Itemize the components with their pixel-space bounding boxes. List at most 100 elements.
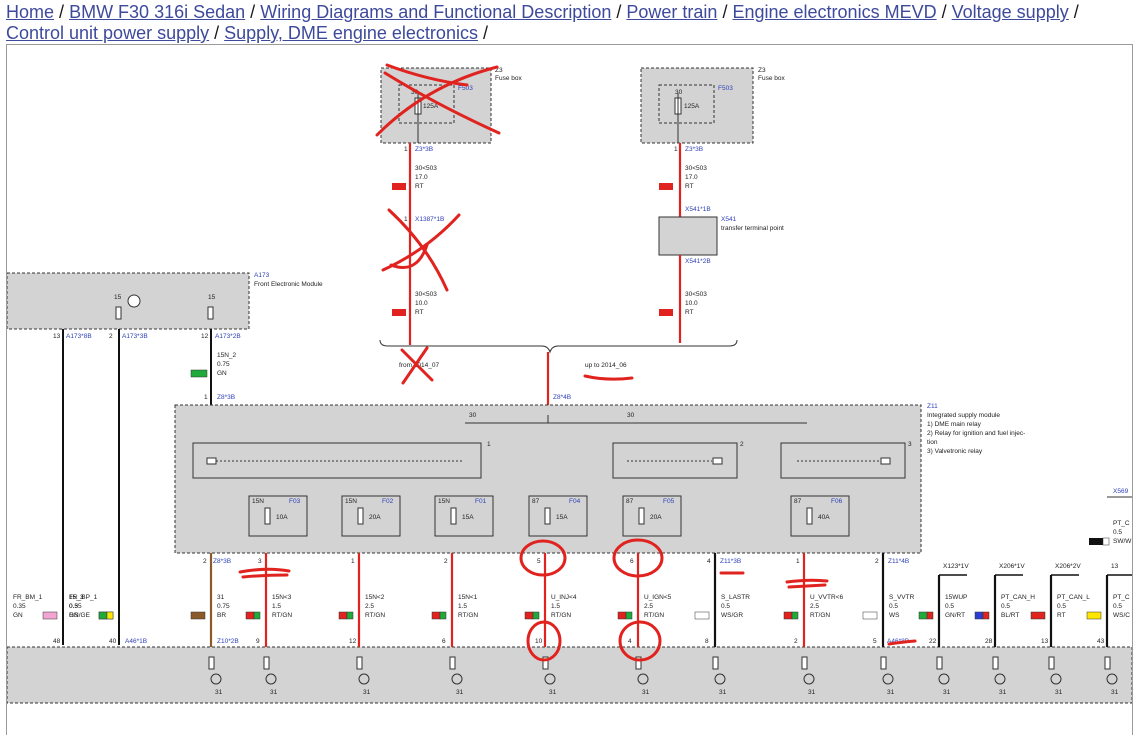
wire-size: 10.0: [415, 300, 428, 307]
fem-ref: A173: [254, 272, 270, 279]
fuse-left-rating: 125A: [423, 103, 439, 110]
fuse-left-frame: [398, 84, 455, 124]
fuse-box-left-name: Fuse box: [495, 75, 522, 82]
wire-color: RT: [415, 309, 424, 316]
fuse-right-frame: [658, 84, 715, 124]
breadcrumb-home-link[interactable]: Home: [6, 2, 55, 22]
wire-signal: FR_BM_1: [13, 594, 43, 601]
ground-label: 31: [887, 689, 895, 696]
wire-color-swatch: [659, 309, 673, 316]
relay-2-ignition: [612, 442, 738, 479]
red-annotations: [238, 63, 917, 662]
breadcrumb-voltage-supply-link[interactable]: Voltage supply: [951, 2, 1069, 22]
wire-signal: 30<503: [685, 291, 707, 298]
ground-label: 31: [363, 689, 371, 696]
fuse-id: F04: [569, 498, 581, 505]
wire-color: RT: [415, 183, 424, 190]
fuse-pin: 15N: [345, 498, 357, 505]
breadcrumb-vehicle-link[interactable]: BMW F30 316i Sedan: [69, 2, 246, 22]
pin-label: 12: [349, 638, 357, 645]
ground-label: 31: [1055, 689, 1063, 696]
fuse-id: F05: [663, 498, 675, 505]
ground-label: 31: [943, 689, 951, 696]
wire-size: 0.5: [69, 603, 78, 610]
ground-icon: [210, 673, 222, 685]
fuse-rating: 15A: [556, 514, 568, 521]
wire-color-swatch: [431, 611, 441, 620]
wire-signal: PT_CAN_L: [1057, 594, 1090, 601]
breadcrumb-powertrain-link[interactable]: Power train: [626, 2, 718, 22]
x541-terminal-point: [658, 216, 718, 256]
wire-color-swatch: [659, 183, 673, 190]
pin-label: 22: [929, 638, 937, 645]
wire-signal: PT_C: [1113, 594, 1130, 601]
breadcrumb-dme-link[interactable]: Supply, DME engine electronics: [224, 23, 478, 43]
pin-label: 2: [109, 333, 113, 340]
wire-signal: 15N<2: [365, 594, 385, 601]
connector-label: X1387*1B: [415, 216, 444, 223]
pin-label: Z10*2B: [217, 638, 239, 645]
fuse-right-rating: 125A: [684, 103, 700, 110]
breadcrumb-wiring-link[interactable]: Wiring Diagrams and Functional Descripti…: [260, 2, 612, 22]
wire-signal: 31: [217, 594, 225, 601]
wiring-diagram: Z3 Fuse box F503 30 125A 1 Z3*3B 30<503 …: [7, 63, 1132, 704]
wire-color: RS: [69, 612, 79, 619]
pin-label: 3: [258, 558, 262, 565]
terminal-label: 30: [469, 412, 477, 419]
breadcrumb-separator: /: [59, 2, 65, 22]
pin-label: 5: [537, 558, 541, 565]
wire-color: RT: [685, 183, 694, 190]
pin-label: 4: [628, 638, 632, 645]
wire-size: 0.5: [1057, 603, 1066, 610]
z11-ref: Z11: [927, 403, 938, 410]
pin-label: 12: [201, 333, 209, 340]
wire-color: BL/RT: [1001, 612, 1019, 619]
wire-color-swatch: [190, 611, 206, 620]
wire-color: BR: [217, 612, 226, 619]
fuse-box-right: [640, 67, 754, 144]
fuse-pin: 15N: [252, 498, 264, 505]
breadcrumb-separator: /: [1073, 2, 1079, 22]
pin-label: 2: [794, 638, 798, 645]
pin-label: 2: [875, 558, 879, 565]
fuse-rating: 15A: [462, 514, 474, 521]
breadcrumb-separator: /: [616, 2, 622, 22]
wire-signal: PT_C: [1113, 520, 1130, 527]
x541-name: transfer terminal point: [721, 225, 784, 232]
fuse-box-left-ref: Z3: [495, 67, 503, 74]
ground-label: 31: [999, 689, 1007, 696]
wire-size: 0.75: [217, 603, 230, 610]
breadcrumb-separator: /: [722, 2, 728, 22]
relay-number: 3: [908, 441, 912, 448]
pin-label: 1: [674, 146, 678, 153]
fem-pin: 15: [208, 294, 216, 301]
internal-fuse: [434, 495, 494, 537]
fuse-box-right-name: Fuse box: [758, 75, 785, 82]
connector-label: Z8*3B: [217, 394, 235, 401]
breadcrumb-engine-electronics-link[interactable]: Engine electronics MEVD: [732, 2, 937, 22]
variant-brace: [379, 339, 738, 354]
pin-resistor: [263, 656, 270, 670]
pin-resistor: [208, 656, 215, 670]
ground-label: 31: [1111, 689, 1119, 696]
wire-signal: S_LASTR: [721, 594, 750, 601]
pin-label: 6: [442, 638, 446, 645]
ground-label: 31: [270, 689, 278, 696]
wire-color: RT/GN: [272, 612, 292, 619]
internal-fuse: [790, 495, 850, 537]
pin-label: 48: [53, 638, 61, 645]
terminal-label: 30: [627, 412, 635, 419]
wire-color: GN/GE: [69, 612, 91, 619]
wire-size: 0.35: [69, 603, 82, 610]
breadcrumb-control-unit-link[interactable]: Control unit power supply: [6, 23, 210, 43]
wire-size: 0.75: [217, 361, 230, 368]
pin-label: 2: [203, 558, 207, 565]
relay-1-dme-main: [192, 442, 482, 479]
connector-label: Z11*3B: [720, 558, 741, 565]
wire-color: RT/GN: [810, 612, 830, 619]
